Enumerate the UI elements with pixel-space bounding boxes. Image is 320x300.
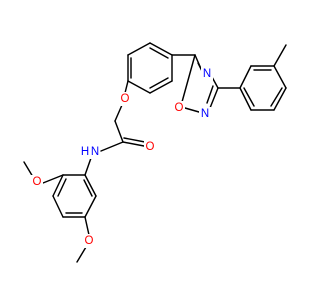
ring-a-bond (127, 80, 151, 94)
bond-lines (23, 42, 287, 263)
ring-a-bond (149, 80, 173, 94)
methoxy-ortho-oxygen-label: O (33, 176, 42, 188)
ring-b-bond (52, 174, 64, 197)
oxadiazole-nitrogen-top-label: N (203, 68, 211, 80)
ring-a-double-bond (149, 47, 169, 59)
ring-b-bond (84, 174, 97, 197)
ring-b-bond (52, 195, 64, 218)
ether-bond-ring (124, 80, 129, 94)
ring-c-bond (239, 87, 252, 111)
oxadiazole-o1-n2 (184, 107, 200, 113)
ring-c-double-bond (243, 87, 255, 107)
ch2-carbonyl-bond (114, 120, 124, 143)
methoxy-para-methyl-bond (76, 246, 87, 263)
carbonyl-double-bond (122, 141, 145, 147)
methoxy-para-oxygen-label: O (85, 235, 94, 247)
ring-c-double-bond (270, 87, 283, 107)
ring-b-bond (84, 195, 97, 218)
amide-hydrogen-label: H (81, 146, 89, 158)
ring-b-double-bond (83, 179, 93, 197)
ring-c-bond (273, 65, 287, 89)
ring-a-double-bond (149, 77, 169, 89)
atom-oxadiazole-nitrogen-top: N (201, 67, 213, 81)
amide-bond (100, 141, 124, 152)
amide-n-ring-bond (84, 157, 92, 176)
oxadiazole-n2-c3 (209, 87, 219, 109)
atom-oxadiazole-oxygen: O (173, 101, 185, 115)
methoxy-ortho-bond (42, 174, 64, 184)
atom-methoxy-oxygen-ortho: O (31, 175, 43, 189)
oxadiazole-double-bond (206, 85, 214, 104)
carbonyl-double-bond (123, 137, 146, 143)
ring-a-bond (127, 42, 151, 56)
ring-c-bond (273, 87, 287, 111)
methoxy-ortho-methyl-bond (23, 161, 34, 178)
tolyl-methyl-bond (273, 44, 287, 67)
molecule-structure-diagram: O O H N O N N O (23, 42, 287, 263)
carbonyl-oxygen-label: O (146, 141, 155, 153)
amide-nitrogen-label: N (91, 146, 99, 158)
atom-ether-oxygen: O (119, 92, 131, 106)
atom-methoxy-oxygen-para: O (83, 234, 95, 248)
ring-b-double-bond (57, 178, 67, 197)
ether-oxygen-label: O (121, 93, 130, 105)
atom-carbonyl-oxygen: O (144, 140, 156, 154)
ring-c-bond (239, 65, 252, 89)
oxadiazole-oxygen-label: O (175, 102, 184, 114)
atom-amide-nitrogen: H N (80, 145, 100, 159)
oxadiazole-c5-o1 (181, 54, 196, 103)
atom-oxadiazole-nitrogen-bottom: N (199, 107, 211, 121)
methoxy-para-bond (84, 216, 90, 236)
atom-labels: O O H N O N N O (31, 67, 213, 248)
ether-bond-ch2 (114, 104, 123, 122)
oxadiazole-nitrogen-bottom-label: N (201, 108, 209, 120)
ring-a-bond (149, 42, 173, 56)
